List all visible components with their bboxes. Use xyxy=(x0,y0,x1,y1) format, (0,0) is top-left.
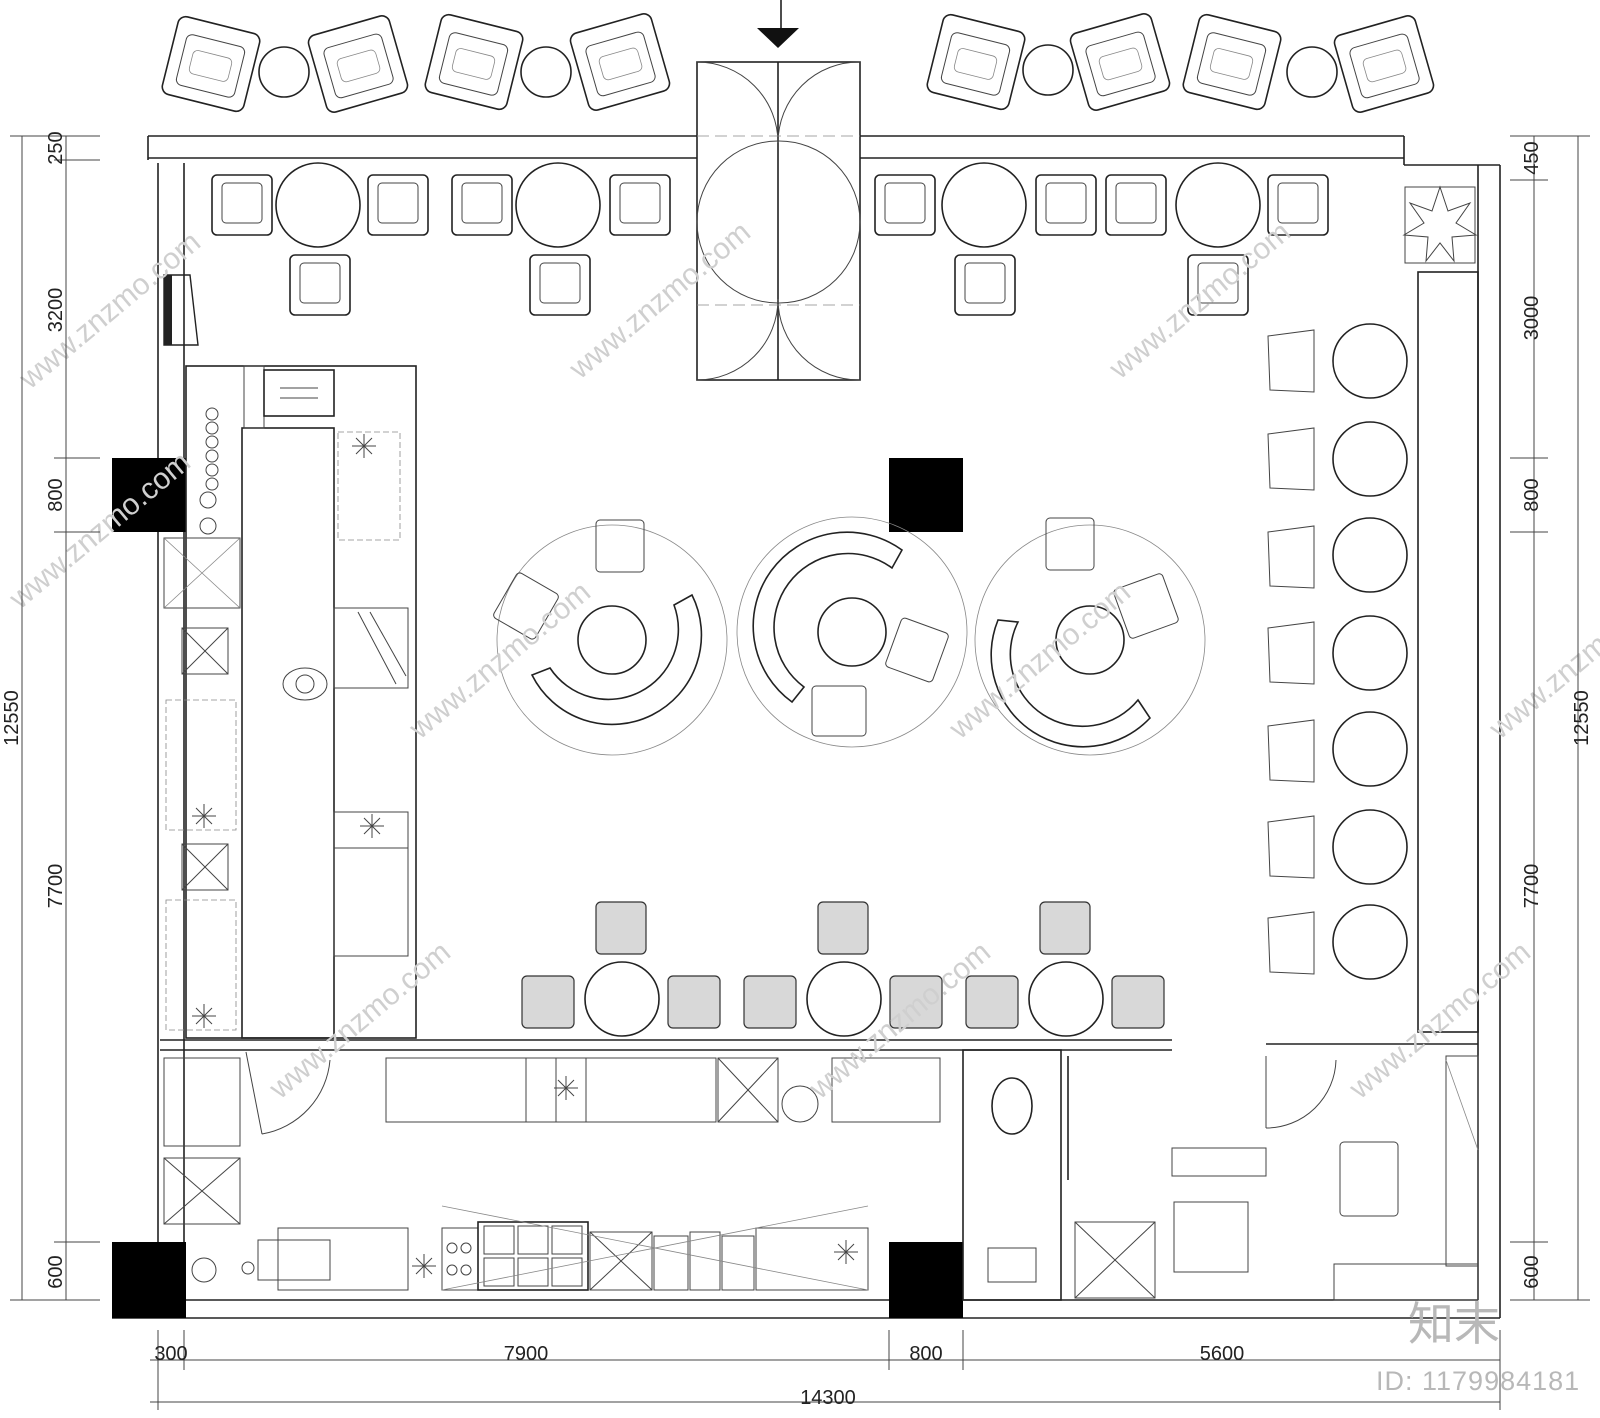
dimension-lines xyxy=(10,135,1590,1410)
svg-text:300: 300 xyxy=(154,1343,187,1365)
svg-text:800: 800 xyxy=(909,1343,942,1365)
svg-text:600: 600 xyxy=(1521,1255,1543,1288)
snowflake-icon xyxy=(554,1076,578,1100)
snowflake-icon xyxy=(412,1254,436,1278)
svg-text:250: 250 xyxy=(45,131,67,164)
structural-columns xyxy=(112,458,963,1318)
dimension-labels: 250 3200 800 12550 7700 600 450 3000 800… xyxy=(1,131,1593,1409)
svg-text:www.znzmo.com: www.znzmo.com xyxy=(403,575,597,746)
kitchen xyxy=(160,1039,1172,1291)
service-bar xyxy=(163,365,417,1039)
svg-text:450: 450 xyxy=(1521,141,1543,174)
svg-text:800: 800 xyxy=(45,478,67,511)
svg-text:3000: 3000 xyxy=(1521,296,1543,341)
snowflake-icon xyxy=(360,814,384,838)
barista-icon xyxy=(282,667,328,701)
svg-text:www.znzmo.com: www.znzmo.com xyxy=(943,575,1137,746)
svg-text:www.znzmo.com: www.znzmo.com xyxy=(1103,215,1297,386)
svg-text:12550: 12550 xyxy=(1,690,23,746)
svg-text:7700: 7700 xyxy=(45,864,67,909)
svg-text:www.znzmo.com: www.znzmo.com xyxy=(1343,935,1537,1106)
exterior-walls xyxy=(112,135,1501,1319)
svg-text:600: 600 xyxy=(45,1255,67,1288)
window-bar xyxy=(1267,271,1479,1033)
snowflake-icon xyxy=(192,804,216,828)
round-booths xyxy=(493,516,1206,756)
svg-text:3200: 3200 xyxy=(45,288,67,333)
snowflake-icon xyxy=(834,1240,858,1264)
outdoor-seating xyxy=(161,13,1435,113)
plant-icon xyxy=(1402,185,1478,264)
svg-text:14300: 14300 xyxy=(800,1387,856,1409)
svg-text:www.znzmo.com: www.znzmo.com xyxy=(263,935,457,1106)
svg-text:www.znzmo.com: www.znzmo.com xyxy=(13,225,207,396)
snowflake-icon xyxy=(352,434,376,458)
svg-text:7700: 7700 xyxy=(1521,864,1543,909)
toilet-icon xyxy=(991,1077,1033,1135)
brand-logo: 知末 xyxy=(1408,1297,1500,1351)
two-seat-tables xyxy=(521,901,1165,1037)
svg-text:www.znzmo.com: www.znzmo.com xyxy=(563,215,757,386)
svg-text:12550: 12550 xyxy=(1571,690,1593,746)
entrance-doors xyxy=(696,0,861,381)
svg-text:800: 800 xyxy=(1521,478,1543,511)
washroom xyxy=(962,1043,1479,1301)
image-id: ID: 1179984181 xyxy=(1376,1366,1580,1396)
svg-text:7900: 7900 xyxy=(504,1343,549,1365)
svg-text:5600: 5600 xyxy=(1200,1343,1245,1365)
window-seating xyxy=(211,162,1329,316)
entrance-arrow-icon xyxy=(757,28,799,48)
snowflake-icon xyxy=(192,1004,216,1028)
